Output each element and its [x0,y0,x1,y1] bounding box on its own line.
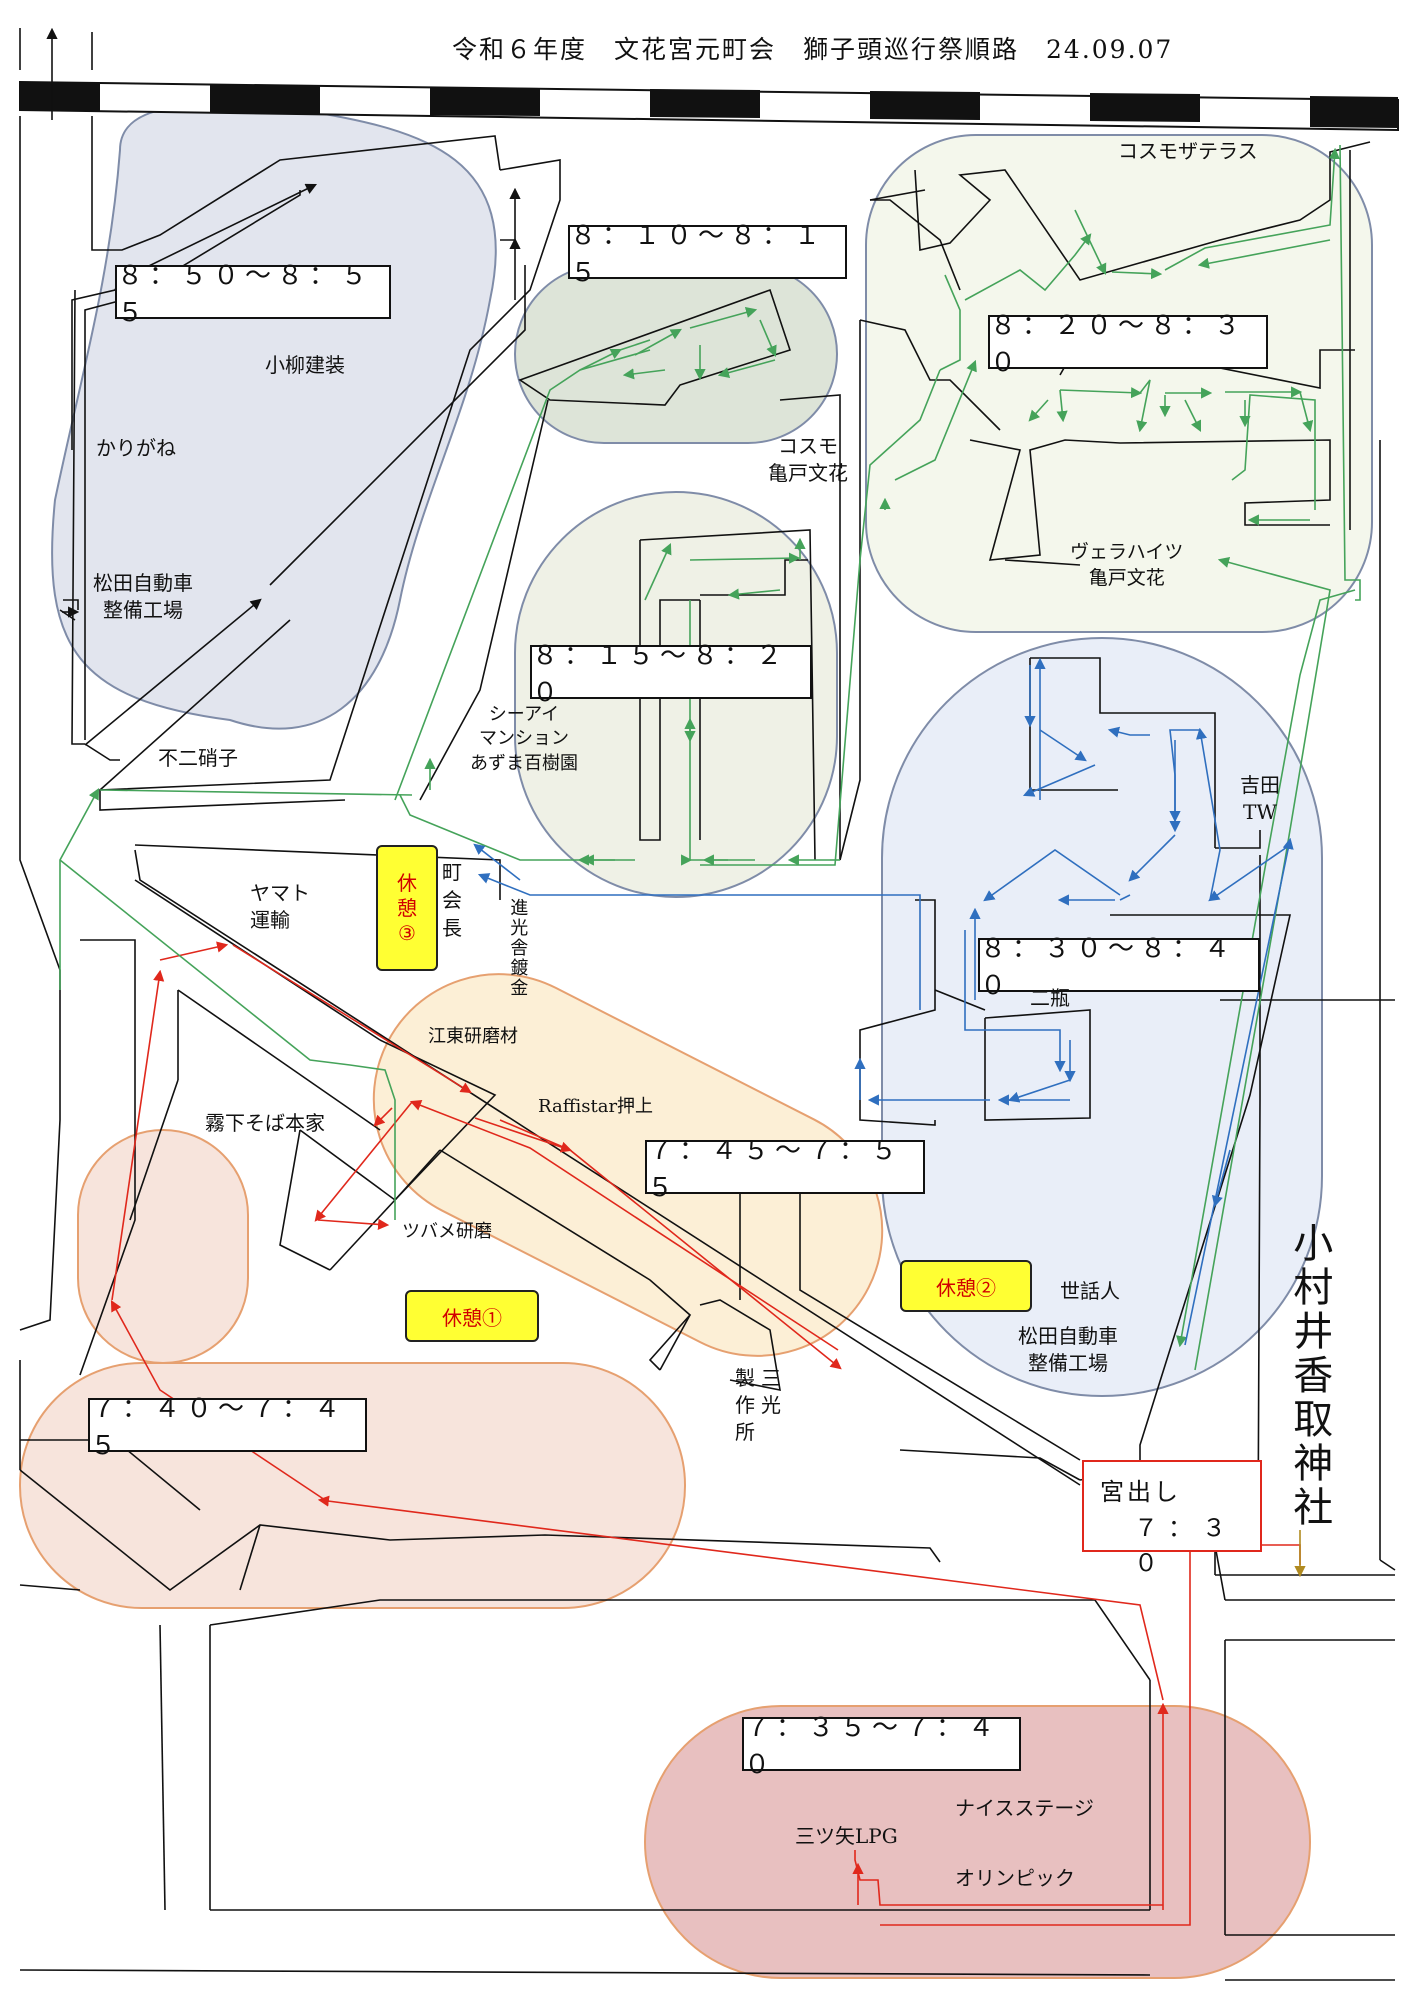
label-kirishita-soba: 霧下そば本家 [205,1111,325,1135]
time-slot-0830: ８：３０〜８：４０ [978,934,1260,1001]
blue-route [473,657,1294,1346]
label-raffistar: Raffistar押上 [538,1096,654,1117]
label-yoshida-tw: 吉田 TW [1240,773,1280,824]
label-nihei: 二瓶 [1030,986,1070,1010]
label-olympic: オリンピック [955,1866,1075,1890]
street-lines [19,28,1396,1981]
rest-stop-2: 休憩② [900,1260,1032,1312]
time-slot-0815: ８：１５〜８：２０ [530,641,812,708]
label-cosmo-kameido: コスモ 亀戸文花 [768,434,848,485]
time-slot-0810: ８：１０〜８：１５ [568,221,847,288]
time-slot-0740: ７：４０〜７：４５ [88,1394,367,1461]
label-nice-stage: ナイスステージ [955,1796,1094,1820]
label-koto-kenmazai: 江東研磨材 [428,1026,518,1047]
area-0745 [372,973,884,1357]
area-blobs [19,103,1373,1979]
area-0810 [514,264,838,444]
green-route [59,144,1361,1371]
label-karigane: かりがね [96,436,176,460]
departure-label: 宮出し [1100,1478,1181,1506]
label-matsuda-garage-east: 松田自動車 整備工場 [1018,1324,1118,1375]
railway-line [19,80,1399,132]
label-matsuda-garage-west: 松田自動車 整備工場 [93,571,193,622]
time-slot-0735: ７：３５〜７：４０ [742,1713,1021,1780]
label-mitsuya-lpg: 三ツ矢LPG [795,1824,898,1848]
rest-stop-3-char3: ③ [398,920,416,945]
label-yamato-unyu: ヤマト 運輸 [250,881,310,932]
rest-stop-3: 休 憩 ③ [376,845,438,971]
time-slot-0820: ８：２０〜８：３０ [988,311,1268,378]
rest-stop-1: 休憩① [405,1290,539,1342]
label-chokaicho: 町 会 長 [442,860,462,940]
time-slot-0850: ８：５０〜８：５５ [115,261,391,328]
page-title: 令和６年度 文花宮元町会 獅子頭巡行祭順路 24.09.07 [452,35,1174,64]
departure-time: ７：３０ [1134,1514,1236,1577]
label-vera-heights: ヴェラハイツ 亀戸文花 [1070,541,1184,589]
area-0740a [77,1129,249,1364]
time-slot-0745: ７：４５〜７：５５ [645,1136,925,1203]
departure-box: 宮出し ７：３０ [1082,1460,1262,1577]
shrine-label: 小村井香取神社 [1286,1222,1333,1530]
label-ci-mansion: シーアイ マンション あずま百樹園 [470,704,578,774]
label-shinko-mekki: 進光舎鍍金 [507,898,529,998]
label-sanko-seisakusho: 製三 作光 所 [735,1366,787,1444]
label-fuji-glass: 不二硝子 [158,746,238,770]
rest-stop-3-char1: 休 [397,870,417,895]
rest-stop-3-char2: 憩 [397,895,417,920]
label-tsubame-kenma: ツバメ研磨 [402,1221,492,1242]
label-sewanin: 世話人 [1060,1279,1120,1303]
label-koyanagi: 小柳建装 [265,353,345,377]
label-cosmo-the-terrace: コスモザテラス [1118,139,1258,163]
